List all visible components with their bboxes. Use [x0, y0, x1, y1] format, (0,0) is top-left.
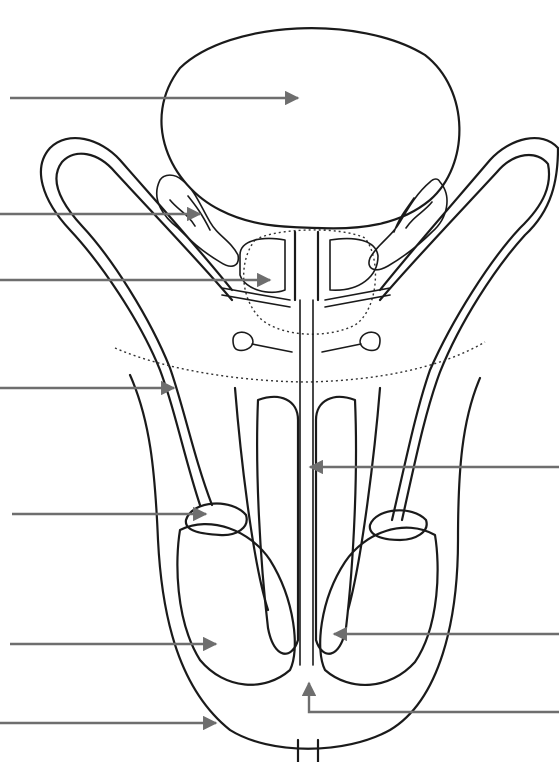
prostate-lobes — [240, 239, 378, 293]
seminal-vesicle-left — [157, 175, 239, 266]
epididymis-left — [186, 504, 247, 536]
testis-right — [320, 528, 437, 685]
scrotum-base — [298, 740, 318, 762]
vas-deferens-left — [41, 138, 232, 505]
testis-left — [177, 524, 294, 685]
bulbourethral-gland-left — [233, 332, 292, 352]
prostate-outline — [244, 230, 376, 334]
pointer-urethral-opening — [309, 683, 559, 712]
vas-deferens-right — [380, 138, 558, 520]
epididymis-right — [370, 510, 427, 540]
penile-urethra — [300, 300, 313, 665]
bulbourethral-gland-right — [322, 332, 380, 352]
prostatic-urethra — [295, 232, 318, 300]
corpus-cavernosum — [257, 397, 356, 654]
scrotum-outline — [130, 375, 480, 749]
